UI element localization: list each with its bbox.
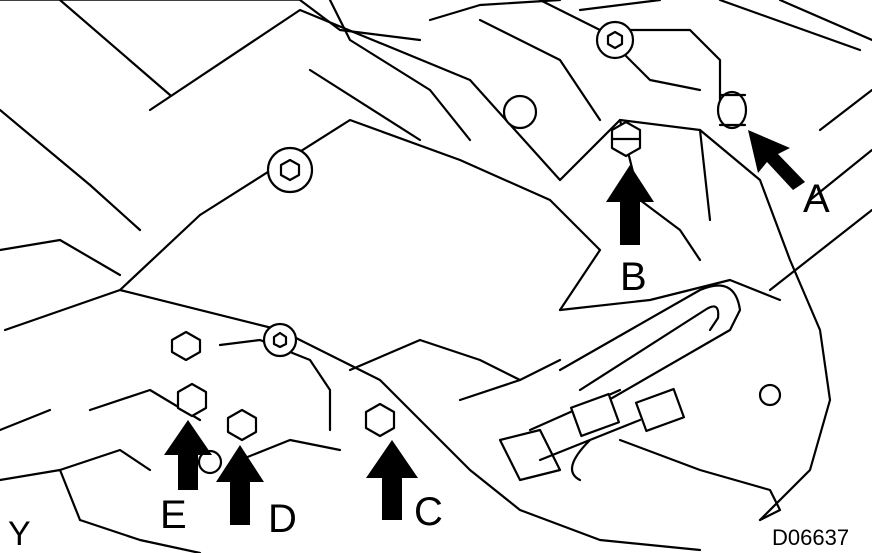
callout-label-b: B bbox=[620, 255, 647, 299]
arrow-d bbox=[216, 445, 264, 525]
figure-code: D06637 bbox=[772, 525, 849, 550]
arrow-e bbox=[164, 420, 212, 490]
bolt-a bbox=[716, 90, 748, 130]
bolt-d bbox=[226, 408, 258, 442]
callout-label-c: C bbox=[414, 490, 443, 534]
bolt-c bbox=[364, 402, 396, 438]
cooler-tubes bbox=[498, 284, 782, 522]
case-bolts bbox=[197, 20, 782, 475]
corner-label: Y bbox=[8, 515, 31, 553]
arrow-c bbox=[366, 440, 418, 520]
callout-arrows bbox=[164, 130, 805, 525]
callout-label-e: E bbox=[160, 493, 187, 537]
arrow-a bbox=[748, 130, 805, 190]
bolt-e bbox=[176, 382, 208, 418]
background-structure bbox=[0, 0, 872, 332]
callout-label-a: A bbox=[803, 177, 830, 221]
bolt-b bbox=[610, 120, 642, 158]
callout-label-d: D bbox=[268, 497, 297, 541]
transmission-case bbox=[0, 0, 832, 553]
arrow-b bbox=[606, 165, 654, 245]
bolt-upper-left bbox=[170, 330, 202, 362]
